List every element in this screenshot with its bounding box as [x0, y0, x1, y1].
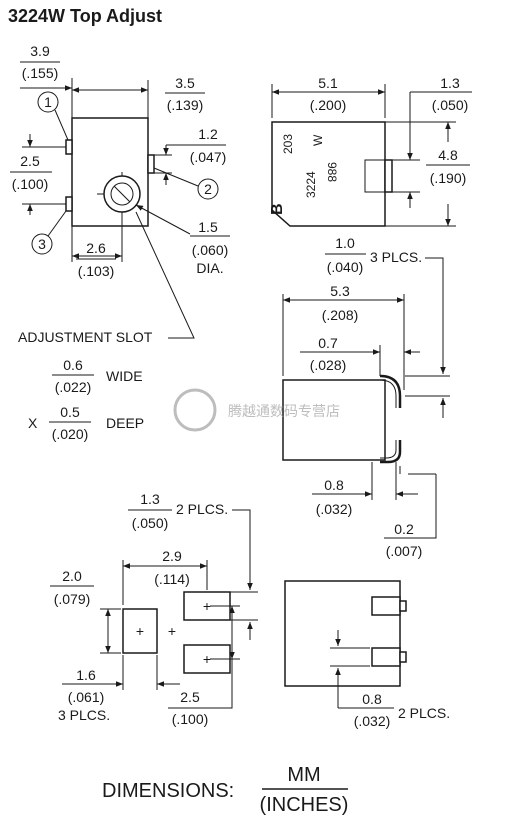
front-pin-3 — [65, 196, 73, 212]
dia-mm: 1.5 — [198, 219, 218, 235]
side-gap-in: (.007) — [386, 543, 423, 559]
top-height-in: (.190) — [430, 170, 467, 186]
side-pitch-label: 3 PLCS. — [370, 249, 422, 265]
watermark-logo-icon — [173, 388, 217, 432]
callout-2-circle — [197, 178, 219, 200]
front-width-mm: 3.9 — [30, 43, 50, 59]
legend-inches: (INCHES) — [260, 794, 349, 816]
slot-wide-label: WIDE — [106, 368, 143, 384]
watermark: 腾越通数码专营店 — [173, 388, 340, 432]
svg-text:+: + — [203, 651, 211, 667]
adjust-rotor-inner — [110, 182, 134, 206]
slot-x: X — [28, 415, 38, 431]
side-thick-mm: 0.7 — [318, 335, 338, 351]
side-body-outline — [282, 379, 386, 461]
top-width-mm: 5.1 — [318, 75, 338, 91]
fp-padh-mm: 2.0 — [62, 568, 82, 584]
front-view: 3.9 (.155) 3.5 (.139) 1.2 (.047) 2.5 (.1… — [10, 43, 230, 279]
callout-2: 2 — [204, 181, 212, 197]
fp-pitch-in: (.100) — [172, 711, 209, 727]
top-mark-w: W — [311, 134, 325, 146]
adjust-slot-line — [113, 185, 131, 203]
top-mark-3224: 3224 — [304, 171, 318, 198]
fp-padw-mm: 1.3 — [140, 491, 160, 507]
side-pitch-mm: 1.0 — [335, 235, 355, 251]
side-length-mm: 5.3 — [330, 283, 350, 299]
slot-wide-mm: 0.6 — [63, 357, 83, 373]
bourns-logo: B — [269, 203, 286, 215]
top-body-outline — [271, 121, 386, 227]
front-pin-1 — [65, 139, 73, 155]
top-mark-203: 203 — [281, 134, 295, 154]
side-pitch-in: (.040) — [327, 259, 364, 275]
slot-deep-label: DEEP — [106, 415, 144, 431]
top-pin — [384, 159, 393, 193]
front-height-in: (.100) — [12, 176, 49, 192]
front-pin-mm: 1.2 — [198, 126, 218, 142]
side-view: 1.0 (.040) 3 PLCS. 5.3 (.208) 0.7 (.028)… — [282, 235, 450, 559]
legend-label: DIMENSIONS: — [102, 780, 234, 802]
slot-deep-in: (.020) — [52, 426, 89, 442]
adjustment-slot-label: ADJUSTMENT SLOT — [18, 329, 153, 345]
side-length-in: (.208) — [322, 307, 359, 323]
fp-span-in: (.114) — [154, 571, 190, 587]
side-gap-mm: 0.2 — [394, 521, 414, 537]
pad-1 — [122, 608, 158, 654]
fp-padw-in: (.050) — [132, 515, 169, 531]
front-pin-in: (.047) — [190, 149, 227, 165]
legend-mm: MM — [287, 764, 320, 786]
dia-in: (.060) — [192, 242, 229, 258]
side-bend-in: (.032) — [316, 501, 353, 517]
svg-text:+: + — [136, 623, 144, 639]
bottom-pad-label: 2 PLCS. — [398, 705, 450, 721]
top-mark-988: 988 — [325, 162, 339, 182]
pcb-footprint: + + + + 1.3 (.050) 2 PLCS. 2.9 (.114) 2.… — [50, 491, 258, 727]
fp-padl-mm: 1.6 — [76, 667, 96, 683]
callout-1: 1 — [44, 94, 52, 110]
slot-wide-in: (.022) — [55, 379, 92, 395]
side-bend-mm: 0.8 — [324, 477, 344, 493]
adjustment-slot-spec: ADJUSTMENT SLOT 0.6 (.022) WIDE X 0.5 (.… — [18, 211, 195, 442]
watermark-text: 腾越通数码专营店 — [228, 403, 340, 420]
front-depth-in: (.139) — [167, 97, 204, 113]
fp-span-mm: 2.9 — [162, 548, 182, 564]
front-offset-in: (.103) — [78, 263, 115, 279]
fp-padl-label: 3 PLCS. — [58, 707, 110, 723]
bottom-view: 0.8 (.032) 2 PLCS. — [284, 580, 450, 729]
bottom-pad-in: (.032) — [354, 713, 391, 729]
svg-text:+: + — [168, 623, 176, 639]
top-pin-in: (.050) — [432, 97, 469, 113]
bottom-pad-lower — [371, 647, 401, 667]
side-thick-in: (.028) — [310, 357, 347, 373]
front-width-in: (.155) — [22, 65, 59, 81]
callout-1-circle — [37, 91, 59, 113]
dia-label: DIA. — [196, 260, 223, 276]
top-pin-mm: 1.3 — [440, 75, 460, 91]
fp-padw-label: 2 PLCS. — [176, 501, 228, 517]
bottom-pad-mm: 0.8 — [362, 691, 382, 707]
dimensions-legend: DIMENSIONS: MM (INCHES) — [102, 764, 348, 816]
top-width-in: (.200) — [310, 97, 347, 113]
front-height-mm: 2.5 — [20, 153, 40, 169]
front-offset-mm: 2.6 — [86, 240, 106, 256]
fp-padh-in: (.079) — [54, 591, 91, 607]
top-height-mm: 4.8 — [438, 147, 458, 163]
fp-pitch-mm: 2.5 — [180, 689, 200, 705]
diagram-title: 3224W Top Adjust — [8, 6, 163, 26]
callout-3-circle — [31, 233, 53, 255]
front-pin-2 — [147, 154, 155, 174]
front-depth-mm: 3.5 — [175, 75, 195, 91]
pad-2 — [183, 591, 231, 621]
callout-3: 3 — [38, 236, 46, 252]
bottom-pad-upper — [371, 596, 401, 616]
svg-text:+: + — [203, 598, 211, 614]
fp-padl-in: (.061) — [68, 689, 105, 705]
top-view: 203 W 3224 988 B 5.1 (.200) 1.3 (.050) 4… — [269, 75, 472, 227]
front-body-outline — [71, 117, 149, 227]
slot-deep-mm: 0.5 — [60, 404, 80, 420]
